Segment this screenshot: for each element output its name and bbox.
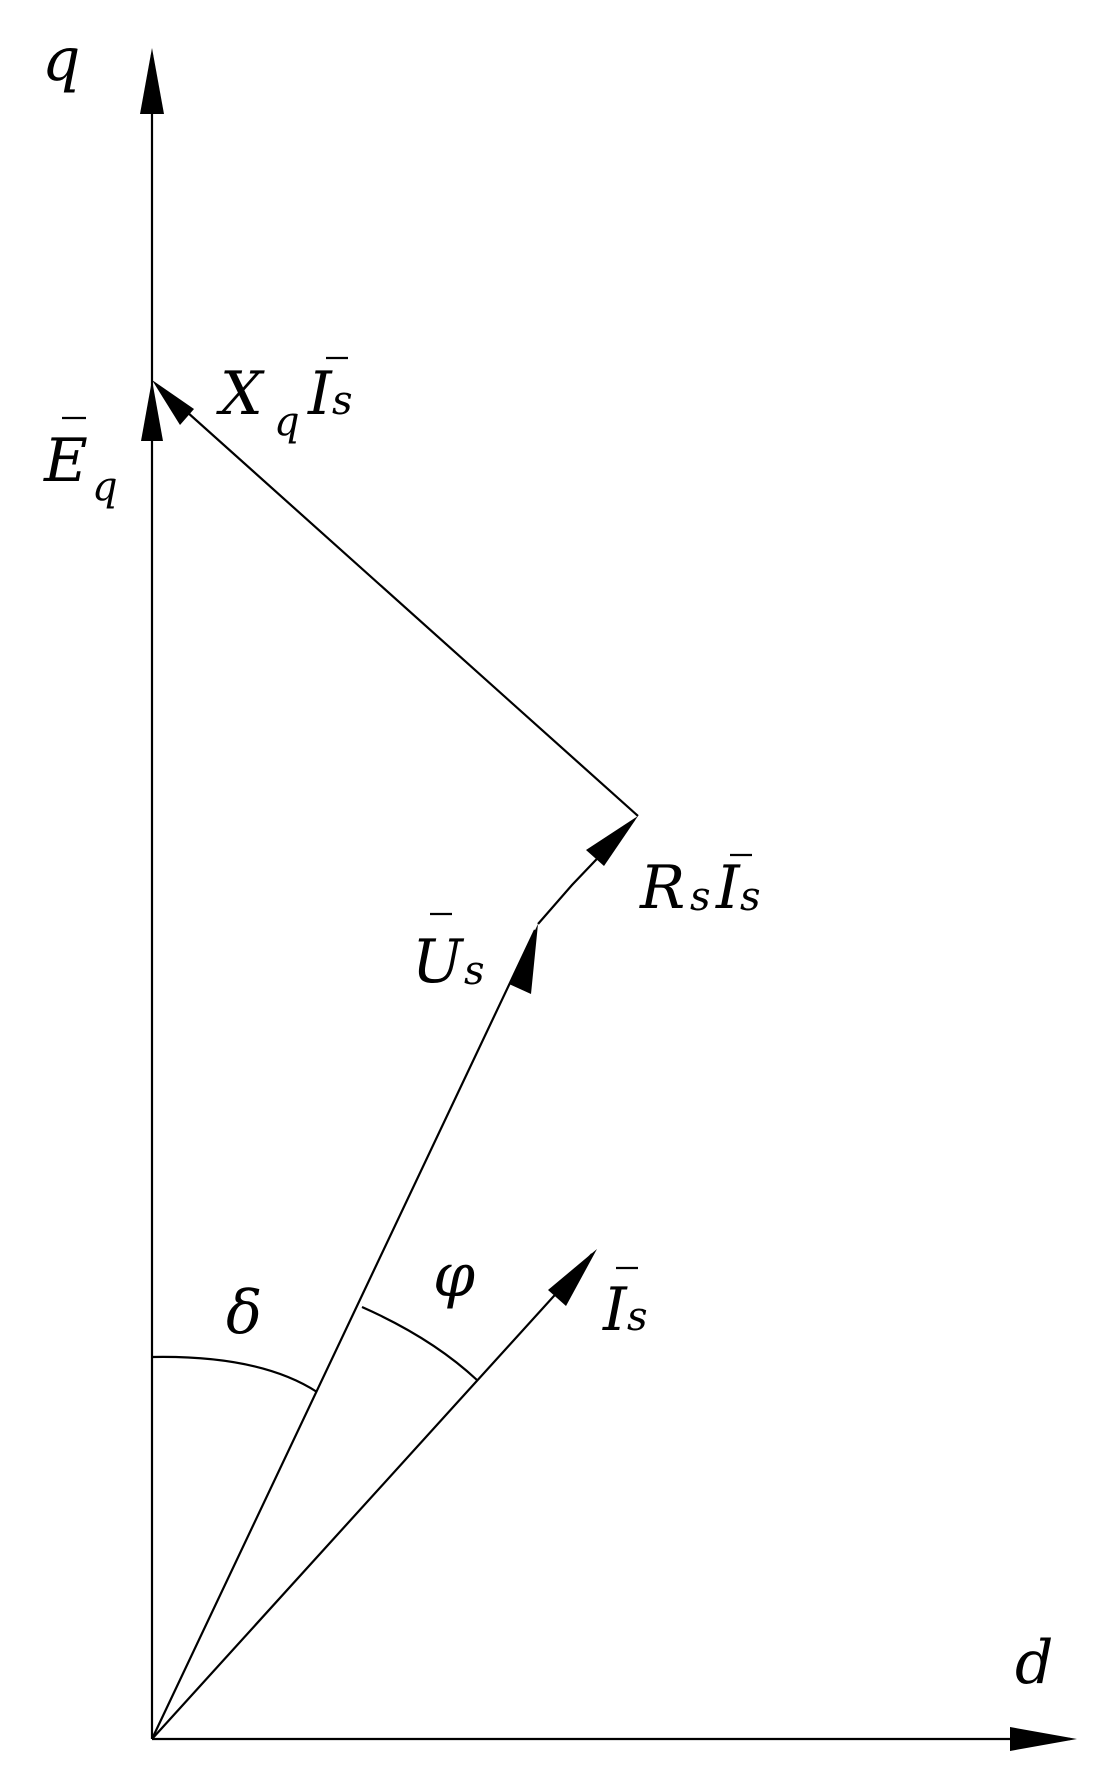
svg-text:U: U (412, 927, 465, 997)
svg-text:s: s (690, 874, 711, 920)
svg-text:R: R (639, 853, 685, 923)
svg-text:E: E (43, 426, 88, 496)
svg-text:s: s (332, 378, 353, 424)
svg-text:I: I (715, 853, 741, 923)
q-axis-arrowhead (140, 48, 164, 114)
svg-text:I: I (307, 359, 333, 429)
xq-is-label: X q I s (216, 356, 353, 445)
svg-text:s: s (740, 874, 761, 920)
xq-is-arrowhead (152, 380, 194, 425)
svg-text:s: s (627, 1294, 648, 1340)
svg-text:I: I (602, 1275, 628, 1345)
svg-text:s: s (464, 948, 485, 994)
svg-text:q: q (274, 399, 300, 445)
is-arrowhead (548, 1249, 597, 1306)
us-label: U s (412, 912, 485, 997)
phi-arc (361, 1305, 478, 1381)
eq-label: E q (43, 416, 118, 510)
svg-text:q: q (92, 464, 118, 510)
delta-label: δ (226, 1278, 262, 1348)
svg-text:X: X (216, 359, 265, 429)
rs-is-label: R s I s (639, 853, 761, 923)
is-vector (151, 1253, 593, 1740)
phi-label: φ (433, 1241, 475, 1311)
is-label: I s (602, 1266, 648, 1345)
us-vector (151, 929, 536, 1740)
eq-arrowhead (141, 380, 163, 441)
us-arrowhead (509, 924, 538, 994)
rs-is-arrowhead (586, 816, 638, 866)
q-axis-label: q (42, 25, 80, 95)
xq-is-vector (157, 385, 639, 817)
delta-arc (151, 1355, 318, 1393)
d-axis-arrowhead (1010, 1727, 1077, 1751)
d-axis-label: d (1015, 1628, 1053, 1698)
